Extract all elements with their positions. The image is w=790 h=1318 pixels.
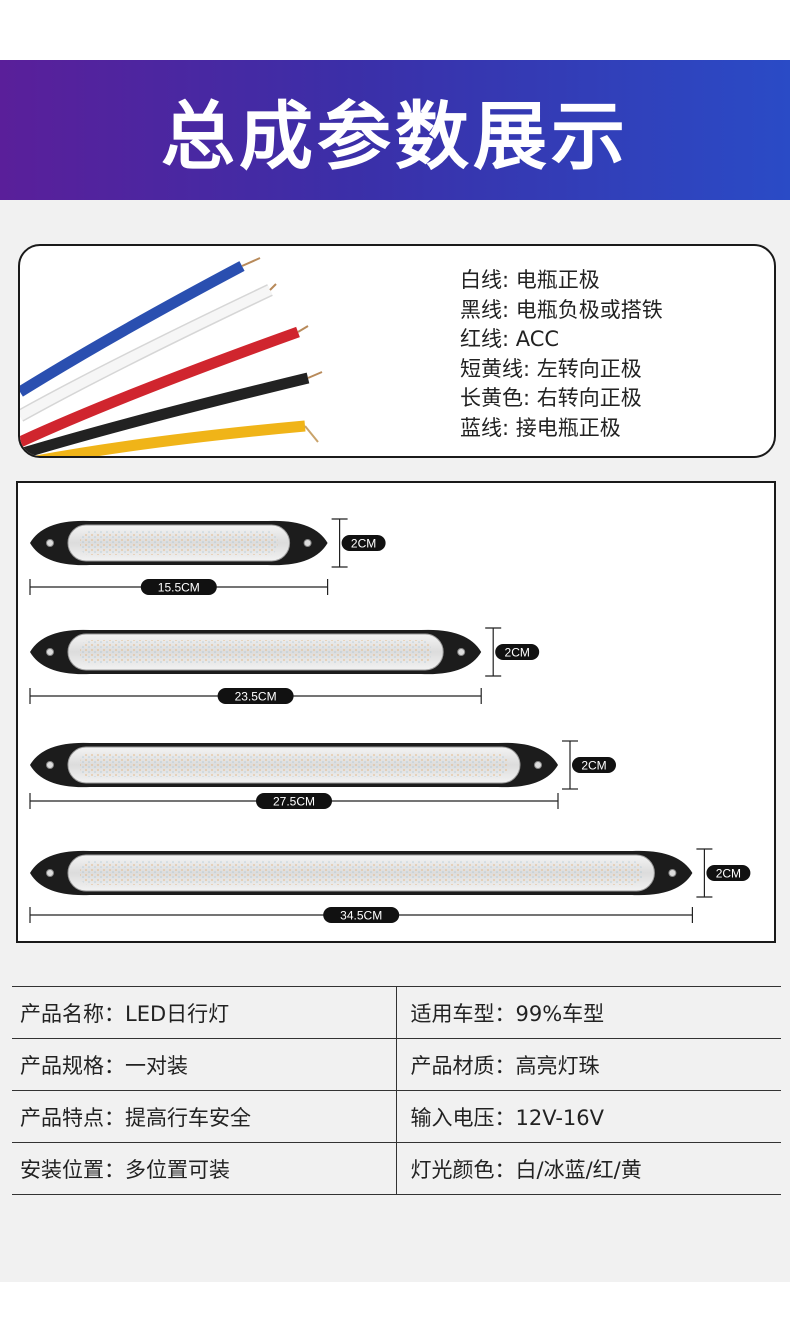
screw-hole-icon [46,539,54,547]
height-label: 2CM [716,867,741,881]
length-label: 15.5CM [158,581,200,595]
wire-legend-card: 白线: 电瓶正极 黑线: 电瓶负极或搭铁 红线: ACC 短黄线: 左转向正极 … [18,244,776,458]
spec-light-color: 灯光颜色：白/冰蓝/红/黄 [410,1157,642,1182]
spec-table: 产品名称：LED日行灯 适用车型：99%车型 产品规格：一对装 产品材质：高亮灯… [12,986,781,1195]
length-label-pill [217,688,294,704]
banner-title: 总成参数展示 [161,93,629,180]
height-label-pill [706,865,751,881]
spec-product-name: 产品名称：LED日行灯 [12,987,397,1038]
wire-item-blue: 蓝线: 接电瓶正极 [460,415,621,440]
yellow-wire [32,420,306,456]
wires-image [20,257,323,456]
blue-wire-tip [241,257,261,267]
length-label-pill [323,907,400,923]
wire-item-red: 红线: ACC [460,327,560,351]
spec-voltage: 输入电压：12V-16V [410,1105,605,1130]
red-wire [20,326,300,447]
length-label: 34.5CM [340,909,382,923]
red-wire-tip [297,325,309,333]
spec-package: 产品规格：一对装 [12,1039,397,1090]
spec-row: 产品规格：一对装 产品材质：高亮灯珠 [12,1039,781,1091]
height-label: 2CM [505,646,530,660]
light-bar-leds [80,861,643,885]
wire-item-black: 黑线: 电瓶负极或搭铁 [460,297,663,322]
yellow-wire-tip [304,425,319,443]
spec-feature: 产品特点：提高行车安全 [12,1091,397,1142]
wire-item-white: 白线: 电瓶正极 [460,268,600,292]
length-label-pill [256,793,332,809]
light-bar-dimensions: 2CM 15.5CM 2CM 23.5CM 2CM 27.5CM 2CM 34.5CM [29,518,751,923]
black-wire-tip [307,371,323,379]
bottom-margin [0,1282,790,1318]
light-bar-leds [80,640,432,664]
length-label: 23.5CM [235,690,277,704]
screw-hole-icon [303,539,312,547]
screw-hole-icon [457,648,466,656]
title-banner: 总成参数展示 [0,60,790,200]
spec-install-position: 安装位置：多位置可装 [12,1143,397,1194]
height-label-pill [572,757,616,773]
black-wire [20,372,310,456]
screw-hole-icon [534,761,542,769]
dimensions-panel: 2CM 15.5CM 2CM 23.5CM 2CM 27.5CM 2CM 34.5CM [16,481,776,943]
blue-wire [20,261,245,397]
wire-item-short-yellow: 短黄线: 左转向正极 [460,356,642,381]
height-label-pill [495,644,540,660]
spec-material: 产品材质：高亮灯珠 [410,1053,600,1078]
height-label-pill [341,535,386,551]
spec-applicable-models: 适用车型：99%车型 [410,1001,605,1026]
light-bar-leds [80,531,278,555]
screw-hole-icon [46,869,54,877]
top-margin [0,0,790,60]
screw-hole-icon [46,761,54,769]
screw-hole-icon [668,869,677,877]
white-wire-tip [269,283,277,291]
spec-row: 产品名称：LED日行灯 适用车型：99%车型 [12,987,781,1039]
length-label-pill [140,579,217,595]
white-wire-inner [20,285,273,421]
light-bar-leds [80,753,508,777]
height-label: 2CM [351,537,376,551]
spec-row: 安装位置：多位置可装 灯光颜色：白/冰蓝/红/黄 [12,1143,781,1195]
height-label: 2CM [581,759,606,773]
spec-row: 产品特点：提高行车安全 输入电压：12V-16V [12,1091,781,1143]
wire-item-long-yellow: 长黄色: 右转向正极 [460,386,642,410]
length-label: 27.5CM [273,795,315,809]
screw-hole-icon [46,648,54,656]
wire-legend-list: 白线: 电瓶正极 黑线: 电瓶负极或搭铁 红线: ACC 短黄线: 左转向正极 … [460,266,663,443]
